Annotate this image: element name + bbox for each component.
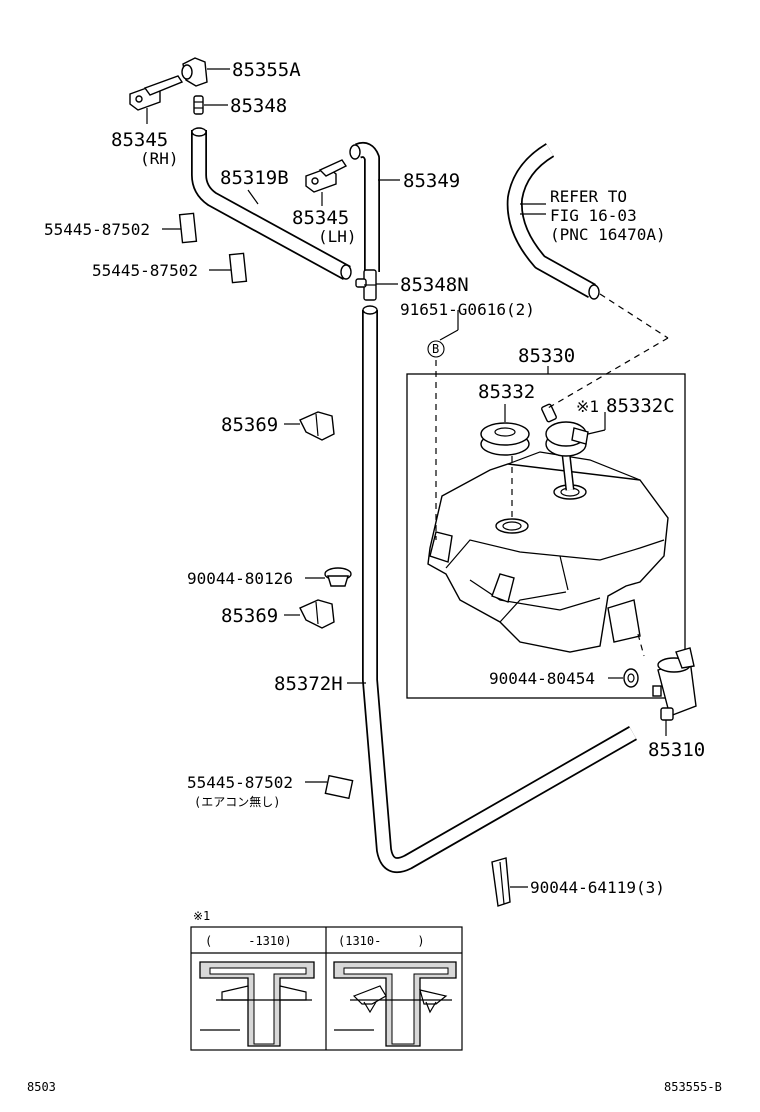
clip-85369-a — [299, 411, 335, 441]
label-85319B: 85319B — [220, 167, 289, 189]
note-box-title: ※1 — [193, 909, 210, 923]
note-col-left: ( -1310) — [205, 934, 292, 948]
label-85332C: 85332C — [606, 395, 675, 417]
label-55445-87502-b: 55445-87502 — [92, 261, 198, 280]
cap-85332 — [480, 422, 530, 456]
label-85348: 85348 — [230, 95, 287, 117]
label-85345-lh: 85345 — [292, 207, 349, 229]
hose-85319B — [191, 127, 352, 281]
label-55445-87502-a: 55445-87502 — [44, 220, 150, 239]
pad-55445-87502-a — [178, 212, 198, 244]
label-90044-80454: 90044-80454 — [489, 669, 595, 688]
label-note-1: ※1 — [576, 397, 599, 416]
nozzle-rh-85345 — [129, 75, 184, 111]
label-90044-64119: 90044-64119(3) — [530, 878, 665, 897]
hose-refer-16470A — [506, 143, 600, 300]
refer-line-2: FIG 16-03 — [550, 206, 637, 225]
note-col-right: (1310- ) — [338, 934, 425, 948]
joint-85348 — [193, 95, 204, 115]
label-85310: 85310 — [648, 739, 705, 761]
grommet-90044-80454 — [623, 668, 639, 688]
label-circle-b: B — [432, 342, 439, 356]
elbow-85355A — [181, 57, 208, 87]
label-85345-rh: 85345 — [111, 129, 168, 151]
label-91651-G0616: 91651-G0616(2) — [400, 300, 535, 319]
pad-55445-87502-c — [324, 774, 354, 800]
label-no-ac: (エアコン無し) — [194, 794, 280, 809]
refer-line-1: REFER TO — [550, 187, 627, 206]
hose-85372H — [362, 305, 637, 873]
nozzle-lh-85345 — [305, 159, 348, 193]
label-85372H: 85372H — [274, 673, 343, 695]
pump-85310 — [652, 647, 697, 721]
washer-tank-85330 — [427, 451, 669, 653]
grommet-90044-80126 — [324, 567, 352, 587]
label-85355A: 85355A — [232, 59, 301, 81]
clip-90044-64119 — [491, 857, 511, 907]
circle-b-marker — [427, 340, 445, 358]
label-lh: (LH) — [318, 227, 357, 246]
hose-85349 — [349, 141, 380, 272]
tee-joint-85348N — [355, 269, 377, 301]
label-55445-87502-c: 55445-87502 — [187, 773, 293, 792]
reference-dashes — [435, 293, 669, 657]
refer-line-3: (PNC 16470A) — [550, 225, 666, 244]
footer-code-right: 853555-B — [664, 1080, 722, 1094]
label-85369-a: 85369 — [221, 414, 278, 436]
label-85348N: 85348N — [400, 274, 469, 296]
clip-85369-b — [299, 599, 335, 629]
label-85369-b: 85369 — [221, 605, 278, 627]
pad-55445-87502-b — [228, 252, 248, 284]
footer-code-left: 8503 — [27, 1080, 56, 1094]
label-90044-80126: 90044-80126 — [187, 569, 293, 588]
label-85349: 85349 — [403, 170, 460, 192]
label-85330: 85330 — [518, 345, 575, 367]
leader-lines — [146, 68, 667, 888]
tank-assembly-box — [406, 373, 686, 699]
note-comparison-table — [190, 926, 463, 1051]
section-old-type — [199, 961, 315, 1047]
section-new-type — [333, 961, 457, 1047]
cap-85332C — [541, 403, 589, 491]
label-rh: (RH) — [140, 149, 179, 168]
label-85332: 85332 — [478, 381, 535, 403]
